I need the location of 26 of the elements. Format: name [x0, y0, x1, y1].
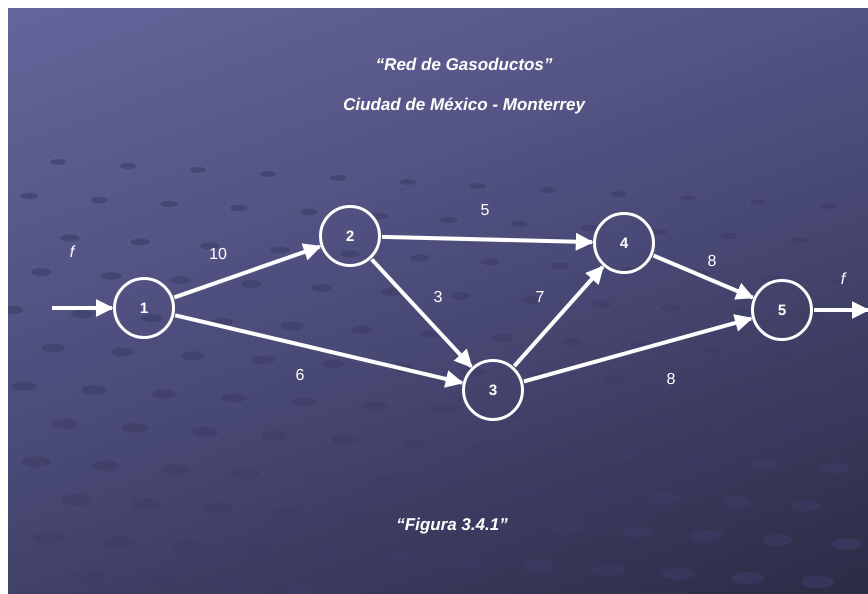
arrow: [174, 313, 464, 388]
edge-label: 10: [209, 246, 227, 264]
arrow: [174, 243, 322, 300]
arrow: [382, 232, 594, 251]
subtitle: Ciudad de México - Monterrey: [343, 95, 585, 115]
edge-label: 8: [666, 371, 676, 389]
arrow: [512, 266, 604, 368]
edge-label: f: [70, 244, 74, 262]
node-circle: 5: [751, 279, 813, 341]
title: “Red de Gasoductos”: [376, 55, 552, 75]
edge-label: 5: [480, 202, 490, 220]
node-circle: 2: [319, 205, 381, 267]
arrow: [52, 299, 114, 317]
node-circle: 1: [113, 277, 175, 339]
edge-label: 8: [708, 253, 716, 271]
figure-caption: “Figura 3.4.1”: [396, 515, 508, 535]
edge-label: 6: [296, 367, 304, 385]
node-circle: 3: [462, 359, 524, 421]
edge-label: 7: [536, 289, 544, 307]
arrow: [814, 301, 868, 319]
arrow: [370, 258, 473, 368]
arrow: [652, 254, 754, 300]
edge-label: 3: [434, 289, 442, 307]
node-circle: 4: [593, 212, 655, 274]
edge-label: f: [840, 271, 846, 289]
arrow: [523, 314, 753, 384]
